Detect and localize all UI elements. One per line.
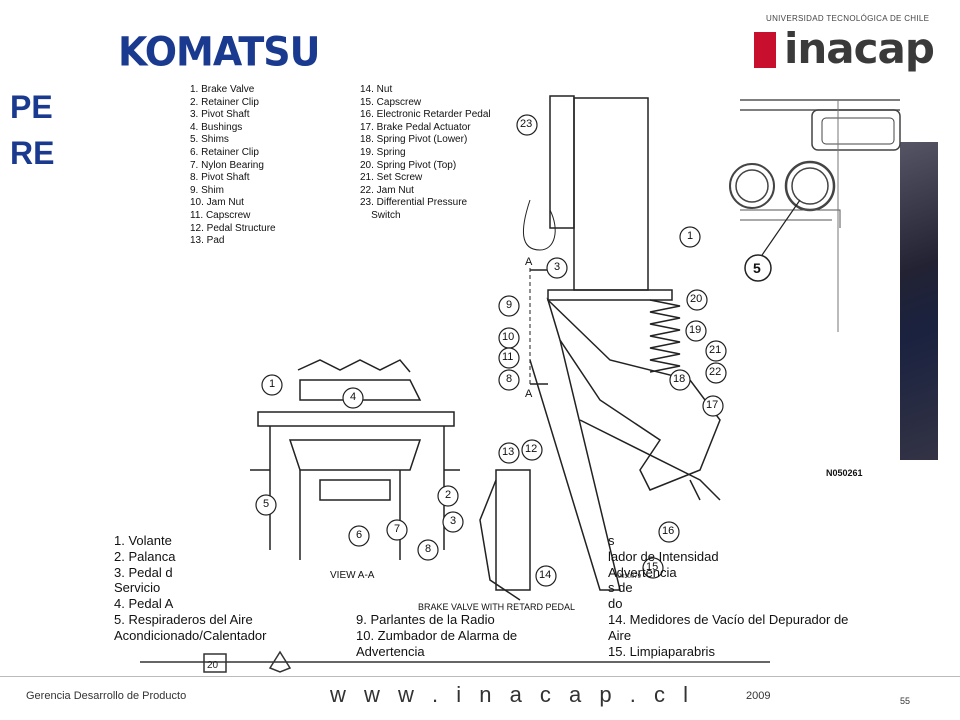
section-a-bottom: A <box>525 388 533 400</box>
callout-7: 7 <box>394 523 401 535</box>
photo-callout-circle <box>744 254 772 282</box>
diagram-caption: BRAKE VALVE WITH RETARD PEDAL <box>418 602 576 612</box>
view-label: VIEW A-A <box>330 570 375 581</box>
parts-list-left: 1. Brake Valve 2. Retainer Clip 3. Pivot… <box>190 84 276 247</box>
spanish-legend-mid: 9. Parlantes de la Radio 10. Zumbador de… <box>356 612 517 659</box>
cab-photo-strip <box>900 142 938 460</box>
callout-3b: 3 <box>450 515 457 527</box>
callout-1: 1 <box>687 230 694 242</box>
inacap-logo-word: inacap <box>784 24 935 73</box>
callout-6: 6 <box>356 529 363 541</box>
bottom-strip <box>140 650 770 673</box>
spanish-item: Aire <box>608 627 632 643</box>
callout-19: 19 <box>689 324 702 336</box>
callout-14: 14 <box>539 569 552 581</box>
callout-11: 11 <box>502 351 514 363</box>
callout-2: 2 <box>445 489 452 501</box>
callout-15: 15 <box>646 561 659 573</box>
spanish-item: 4. Pedal A <box>114 596 174 612</box>
spanish-item: Acondicionado/Calentador <box>114 627 267 643</box>
slide-title: PE RE <box>10 89 55 171</box>
callout-21: 21 <box>709 344 722 356</box>
callout-4: 4 <box>350 391 357 403</box>
spanish-item: do <box>608 596 623 612</box>
photo-callout-5: 5 <box>753 260 761 276</box>
callout-17: 17 <box>706 399 719 411</box>
callout-circles <box>255 114 727 587</box>
komatsu-logo: KOMATSU <box>118 28 320 76</box>
callout-16: 16 <box>662 525 675 537</box>
strip-label-20: 20 <box>207 660 219 671</box>
callout-22: 22 <box>709 366 722 378</box>
footer-divider <box>0 676 960 677</box>
spanish-legend-left: 1. Volante 2. Palanca 3. Pedal d Servici… <box>114 533 267 644</box>
spanish-item: 5. Respiraderos del Aire <box>114 611 253 627</box>
callout-8: 8 <box>506 373 513 385</box>
spanish-item: Advertencia <box>608 564 677 580</box>
photo-code: N050261 <box>826 468 863 478</box>
spanish-item: s <box>608 533 615 548</box>
dash-photo-panel <box>720 70 901 332</box>
callout-23: 23 <box>520 118 533 130</box>
spanish-item: 1. Volante <box>114 533 172 548</box>
callout-3: 3 <box>554 261 561 273</box>
inacap-university-text: UNIVERSIDAD TECNOLÓGICA DE CHILE <box>766 14 930 23</box>
section-a-top: A <box>525 256 533 268</box>
callout-9: 9 <box>506 299 513 311</box>
spanish-item: 10. Zumbador de Alarma de <box>356 627 518 643</box>
footer-department: Gerencia Desarrollo de Producto <box>26 690 187 702</box>
callout-5: 5 <box>263 498 270 510</box>
footer-year: 2009 <box>746 690 771 702</box>
spanish-item: 15. Limpiaparabris <box>608 643 715 659</box>
spanish-item: 3. Pedal d <box>114 564 173 580</box>
brake-valve-drawing <box>250 95 721 601</box>
spanish-item: s de <box>608 580 633 596</box>
inacap-logo-mark <box>754 32 776 68</box>
spanish-item: Advertencia <box>356 643 425 659</box>
spanish-item: 9. Parlantes de la Radio <box>356 612 495 627</box>
callout-1b: 1 <box>269 378 276 390</box>
spanish-item: Servicio <box>114 580 161 596</box>
callout-20: 20 <box>690 293 703 305</box>
inacap-logo: UNIVERSIDAD TECNOLÓGICA DE CHILE inacap <box>750 14 946 74</box>
page-number: 55 <box>900 696 911 706</box>
parts-list-right: 14. Nut 15. Capscrew 16. Electronic Reta… <box>360 84 491 221</box>
spanish-item: 2. Palanca <box>114 548 176 564</box>
callout-13: 13 <box>502 446 515 458</box>
callout-10: 10 <box>502 331 515 343</box>
callout-12: 12 <box>525 443 538 455</box>
footer-website: w w w . i n a c a p . c l <box>330 682 694 707</box>
spanish-item: 14. Medidores de Vacío del Depurador de <box>608 611 849 627</box>
drawing-code: J030079 <box>618 574 642 580</box>
callout-8b: 8 <box>425 543 432 555</box>
spanish-legend-right: s lador de Intensidad Advertencia s de d… <box>608 533 848 659</box>
callout-18: 18 <box>673 373 686 385</box>
spanish-item: lador de Intensidad <box>608 548 719 564</box>
